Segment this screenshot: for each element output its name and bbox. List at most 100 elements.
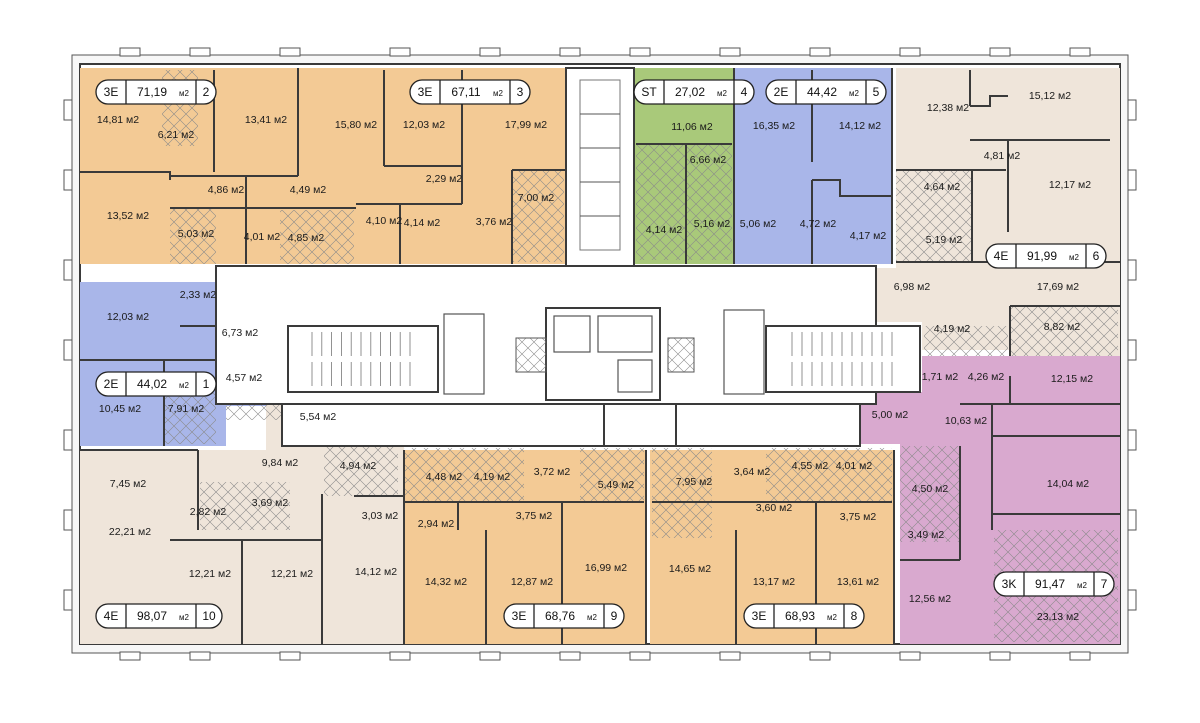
room-area-label: 6,73 м2 xyxy=(222,327,259,339)
room-area-label: 5,06 м2 xyxy=(740,218,777,230)
apartment-type: 4E xyxy=(104,609,119,623)
room-area-label: 4,14 м2 xyxy=(646,224,683,236)
column xyxy=(279,47,301,57)
apartment-number: 8 xyxy=(851,609,858,623)
apartment-area-unit: м2 xyxy=(849,89,860,98)
stairwell-left xyxy=(287,325,439,393)
apartment-area: 44,42 xyxy=(807,85,837,99)
room-area-label: 15,80 м2 xyxy=(335,119,377,131)
room-area-label: 7,95 м2 xyxy=(676,476,713,488)
column xyxy=(989,651,1011,661)
room-area-label: 13,61 м2 xyxy=(837,576,879,588)
column xyxy=(63,169,73,191)
room-area-label: 5,19 м2 xyxy=(926,234,963,246)
stairwell-right xyxy=(765,325,921,393)
room-area-label: 14,65 м2 xyxy=(669,563,711,575)
room-area-label: 4,19 м2 xyxy=(934,323,971,335)
room-area-label: 5,16 м2 xyxy=(694,218,731,230)
apartment-type: 3E xyxy=(418,85,433,99)
room-area-label: 11,06 м2 xyxy=(671,121,713,133)
room-area-label: 2,29 м2 xyxy=(426,173,463,185)
room-area-label: 3,60 м2 xyxy=(756,502,793,514)
room-area-label: 14,12 м2 xyxy=(355,566,397,578)
apartment-area-unit: м2 xyxy=(179,381,190,390)
room-area-label: 13,52 м2 xyxy=(107,210,149,222)
room-area-label: 4,19 м2 xyxy=(474,471,511,483)
room-area-label: 9,84 м2 xyxy=(262,457,299,469)
room-area-label: 3,64 м2 xyxy=(734,466,771,478)
room-area-label: 13,17 м2 xyxy=(753,576,795,588)
elevator-block xyxy=(545,307,661,401)
room-area-label: 17,69 м2 xyxy=(1037,281,1079,293)
column xyxy=(1127,509,1137,531)
room-area-label: 3,75 м2 xyxy=(516,510,553,522)
column xyxy=(63,99,73,121)
apartment-number: 4 xyxy=(741,85,748,99)
column xyxy=(189,47,211,57)
apartment-type: 3E xyxy=(512,609,527,623)
column xyxy=(629,47,651,57)
room-area-label: 12,87 м2 xyxy=(511,576,553,588)
column xyxy=(1127,99,1137,121)
column xyxy=(479,651,501,661)
apartment-number: 5 xyxy=(873,85,880,99)
room-area-label: 10,63 м2 xyxy=(945,415,987,427)
room-area-label: 6,21 м2 xyxy=(158,129,195,141)
room-area-label: 14,12 м2 xyxy=(839,120,881,132)
room-area-label: 3,76 м2 xyxy=(476,216,513,228)
room-area-label: 2,94 м2 xyxy=(418,518,455,530)
column xyxy=(719,651,741,661)
interior-walls xyxy=(80,68,1120,644)
column xyxy=(629,651,651,661)
room-area-label: 4,48 м2 xyxy=(426,471,463,483)
room-area-label: 5,49 м2 xyxy=(598,479,635,491)
apartment-tag-5[interactable]: 2E 44,42 м2 5 xyxy=(765,79,887,105)
room-area-label: 4,86 м2 xyxy=(208,184,245,196)
apartment-type: 2E xyxy=(104,377,119,391)
room-area-label: 12,17 м2 xyxy=(1049,179,1091,191)
room-area-label: 4,26 м2 xyxy=(968,371,1005,383)
column xyxy=(559,651,581,661)
column xyxy=(479,47,501,57)
room-area-label: 12,03 м2 xyxy=(107,311,149,323)
apartment-area-unit: м2 xyxy=(587,613,598,622)
room-area-label: 7,45 м2 xyxy=(110,478,147,490)
apartment-area: 68,93 xyxy=(785,609,815,623)
room-area-label: 4,81 м2 xyxy=(984,150,1021,162)
room-area-label: 7,00 м2 xyxy=(518,192,555,204)
room-area-label: 22,21 м2 xyxy=(109,526,151,538)
column xyxy=(63,429,73,451)
apartment-type: 2E xyxy=(774,85,789,99)
column xyxy=(809,651,831,661)
column xyxy=(1127,429,1137,451)
room-area-label: 10,45 м2 xyxy=(99,403,141,415)
room-area-label: 1,71 м2 xyxy=(922,371,959,383)
room-area-label: 23,13 м2 xyxy=(1037,611,1079,623)
apartment-number: 3 xyxy=(517,85,524,99)
room-area-label: 13,41 м2 xyxy=(245,114,287,126)
column xyxy=(989,47,1011,57)
room-area-label: 2,33 м2 xyxy=(180,289,217,301)
column xyxy=(1069,47,1091,57)
room-area-label: 12,56 м2 xyxy=(909,593,951,605)
column xyxy=(189,651,211,661)
room-area-label: 4,55 м2 xyxy=(792,460,829,472)
room-area-label: 14,32 м2 xyxy=(425,576,467,588)
apartment-area: 71,19 xyxy=(137,85,167,99)
apartment-area: 98,07 xyxy=(137,609,167,623)
room-area-label: 12,38 м2 xyxy=(927,102,969,114)
apartment-type: 3K xyxy=(1002,577,1017,591)
apartment-area: 68,76 xyxy=(545,609,575,623)
apartment-area-unit: м2 xyxy=(1077,581,1088,590)
apartment-type: 3E xyxy=(104,85,119,99)
apartment-type: 3E xyxy=(752,609,767,623)
